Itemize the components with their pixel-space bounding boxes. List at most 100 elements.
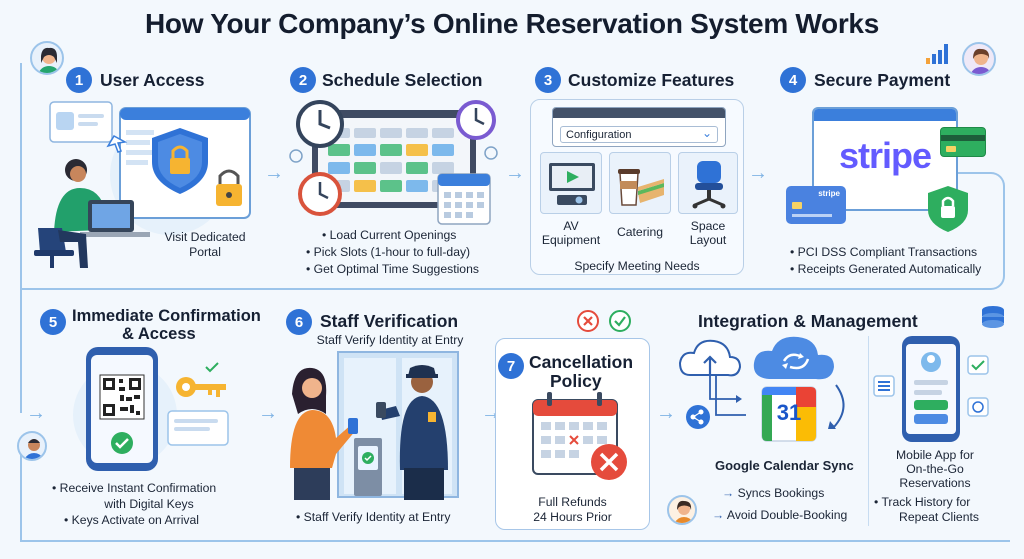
- phone-qr-illustration: [60, 345, 240, 475]
- step-4-bullet-1-text: PCI DSS Compliant Transactions: [797, 245, 978, 259]
- step-7-caption-line1: Full Refunds: [538, 495, 607, 509]
- sync-item-1: → Syncs Bookings: [722, 486, 824, 500]
- step-7-caption-line2: 24 Hours Prior: [533, 510, 612, 524]
- option-space-label-line1: Space: [690, 219, 726, 233]
- arrow-right-icon: →: [712, 508, 725, 522]
- step-4-bullet-2: • Receipts Generated Automatically: [790, 262, 982, 276]
- reject-icon: [577, 310, 599, 332]
- portal-illustration: [30, 100, 260, 270]
- step-1-number: 1: [66, 67, 92, 93]
- flow-connector-top: [20, 63, 22, 293]
- stripe-logo: stripe: [838, 135, 932, 176]
- step-5-bullet-1: • Receive Instant Confirmation: [52, 481, 217, 495]
- avatar-woman-top-right: [962, 42, 996, 76]
- chevron-down-icon: ⌄: [701, 126, 712, 140]
- option-catering[interactable]: [609, 152, 671, 214]
- sync-item-2: → Avoid Double-Booking: [712, 508, 847, 522]
- schedule-illustration: [288, 98, 503, 228]
- step-5-number: 5: [40, 309, 66, 335]
- mobile-app-illustration: [873, 336, 994, 446]
- step-7-title-line2: Policy: [550, 371, 602, 391]
- step-1-caption-line2: Portal: [189, 245, 221, 259]
- step-2-bullet-1-text: Load Current Openings: [329, 228, 457, 242]
- step-5-bullet-2-text: Keys Activate on Arrival: [71, 513, 200, 527]
- step-6-subtitle: Staff Verify Identity at Entry: [316, 333, 464, 347]
- flow-connector-mid: [20, 288, 862, 290]
- step-5-title-line1: Immediate Confirmation: [72, 307, 261, 325]
- mobile-line-3: Reservations: [899, 476, 971, 490]
- arrow-2-to-3: →: [505, 162, 525, 184]
- bar-chart-icon: [926, 44, 948, 64]
- arrow-into-5: →: [26, 402, 46, 424]
- option-catering-label: Catering: [616, 225, 664, 239]
- sync-item-1-text: Syncs Bookings: [737, 486, 825, 500]
- step-2-bullet-3: • Get Optimal Time Suggestions: [306, 262, 479, 276]
- step-6-title: Staff Verification: [320, 311, 459, 331]
- approve-icon: [609, 310, 631, 332]
- database-icon: [982, 306, 1004, 328]
- avatar-woman-bottom: [667, 495, 697, 525]
- calendar-cancel-illustration: [527, 392, 637, 484]
- credit-card-green: [940, 127, 986, 157]
- option-av-label-line1: AV: [563, 219, 579, 233]
- office-chair-icon: [692, 161, 726, 209]
- card-brand: stripe: [818, 189, 840, 198]
- step-4-bullet-1: • PCI DSS Compliant Transactions: [790, 245, 978, 259]
- flow-connector-bottom: [20, 440, 22, 540]
- track-bullet: • Track History for: [874, 495, 971, 509]
- calendar-sync-label: Google Calendar Sync: [715, 458, 854, 473]
- arrow-1-to-2: →: [264, 162, 284, 184]
- sync-item-2-text: Avoid Double-Booking: [726, 508, 848, 522]
- step-2-title: Schedule Selection: [322, 70, 483, 90]
- step-7-title-line1: Cancellation: [529, 352, 634, 372]
- arrow-right-icon: →: [722, 486, 735, 500]
- credit-card-blue: stripe: [786, 186, 846, 224]
- step-6-number: 6: [286, 309, 312, 335]
- step-6-bullet: • Staff Verify Identity at Entry: [296, 510, 451, 524]
- page-title: How Your Company’s Online Reservation Sy…: [145, 8, 879, 39]
- shield-lock-icon: [928, 186, 968, 232]
- step-6-bullet-text: Staff Verify Identity at Entry: [303, 510, 451, 524]
- step-5-bullet-1-l1: Receive Instant Confirmation: [59, 481, 217, 495]
- avatar-woman-top-left: [30, 41, 64, 75]
- step-5-bullet-2: • Keys Activate on Arrival: [64, 513, 200, 527]
- step-3-number: 3: [535, 67, 561, 93]
- track-line-2: Repeat Clients: [899, 510, 979, 524]
- flow-connector-left: [20, 288, 22, 413]
- option-space-label-line2: Layout: [689, 233, 727, 247]
- staff-verification-illustration: [282, 350, 482, 500]
- avatar-man-left: [17, 431, 47, 461]
- configuration-dropdown[interactable]: Configuration ⌄: [560, 126, 718, 143]
- step-4-title: Secure Payment: [814, 70, 951, 90]
- step-1-title: User Access: [100, 70, 205, 90]
- arrow-5-to-6: →: [258, 402, 278, 424]
- arrow-7-to-8: →: [656, 402, 676, 424]
- calendar-day-number: 31: [776, 400, 802, 425]
- step-5-title-line2: & Access: [122, 325, 196, 343]
- integration-illustration: 31: [676, 335, 866, 455]
- projector-icon: [549, 163, 595, 205]
- step-4-number: 4: [780, 67, 806, 93]
- arrow-3-to-4: →: [748, 162, 768, 184]
- track-line-1: Track History for: [881, 495, 971, 509]
- option-av-label-line2: Equipment: [541, 233, 601, 247]
- flow-connector-base: [20, 540, 1010, 542]
- coffee-sandwich-icon: [618, 169, 664, 206]
- integration-title: Integration & Management: [698, 311, 918, 331]
- divider: [868, 336, 869, 526]
- mobile-line-1: Mobile App for: [896, 448, 974, 462]
- step-2-bullet-2: • Pick Slots (1-hour to full-day): [306, 245, 471, 259]
- option-av-equipment[interactable]: [540, 152, 602, 214]
- step-2-number: 2: [290, 67, 316, 93]
- step-1-caption-line1: Visit Dedicated: [164, 230, 246, 244]
- step-4-bullet-2-text: Receipts Generated Automatically: [797, 262, 982, 276]
- step-2-bullet-1: • Load Current Openings: [322, 228, 457, 242]
- step-2-bullet-3-text: Get Optimal Time Suggestions: [313, 262, 479, 276]
- step-5-bullet-1-l2: with Digital Keys: [104, 497, 194, 511]
- step-7-number: 7: [498, 353, 524, 379]
- mobile-line-2: On-the-Go: [906, 462, 964, 476]
- step-2-bullet-2-text: Pick Slots (1-hour to full-day): [313, 245, 471, 259]
- step-3-caption: Specify Meeting Needs: [574, 259, 700, 273]
- step-3-title: Customize Features: [568, 70, 735, 90]
- option-space-layout[interactable]: [678, 152, 738, 214]
